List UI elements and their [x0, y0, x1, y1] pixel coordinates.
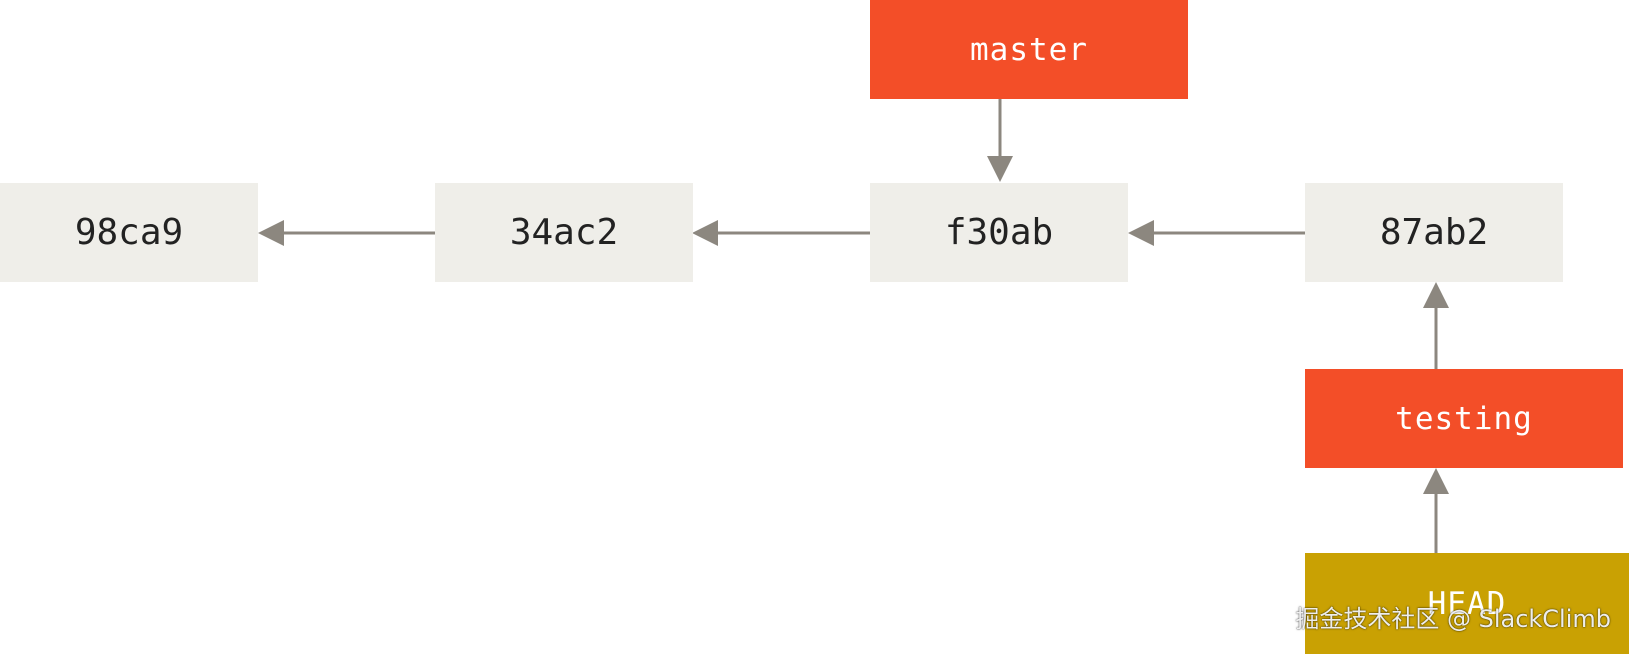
commit-label: 34ac2 [509, 212, 619, 253]
commit-34ac2: 34ac2 [435, 183, 693, 282]
commit-label: 87ab2 [1379, 212, 1489, 253]
commit-87ab2: 87ab2 [1305, 183, 1563, 282]
arrow-testing-to-87ab2 [1423, 282, 1449, 369]
arrow-head-to-testing [1423, 468, 1449, 553]
watermark: 掘金技术社区 @ SlackClimb [1295, 605, 1611, 633]
commit-f30ab: f30ab [870, 183, 1128, 282]
branch-master: master [870, 0, 1188, 99]
branch-label-testing: testing [1395, 400, 1533, 437]
branch-label-master: master [970, 31, 1088, 68]
branch-testing: testing [1305, 369, 1623, 468]
arrow-34ac2-to-98ca9 [258, 220, 435, 246]
commit-label: 98ca9 [74, 212, 184, 253]
head-pointer: HEAD [1305, 553, 1629, 654]
commit-label: f30ab [944, 212, 1054, 253]
commit-98ca9: 98ca9 [0, 183, 258, 282]
arrow-f30ab-to-34ac2 [692, 220, 870, 246]
arrow-master-to-f30ab [987, 99, 1013, 182]
arrow-87ab2-to-f30ab [1128, 220, 1305, 246]
head-label: HEAD [1427, 585, 1507, 622]
